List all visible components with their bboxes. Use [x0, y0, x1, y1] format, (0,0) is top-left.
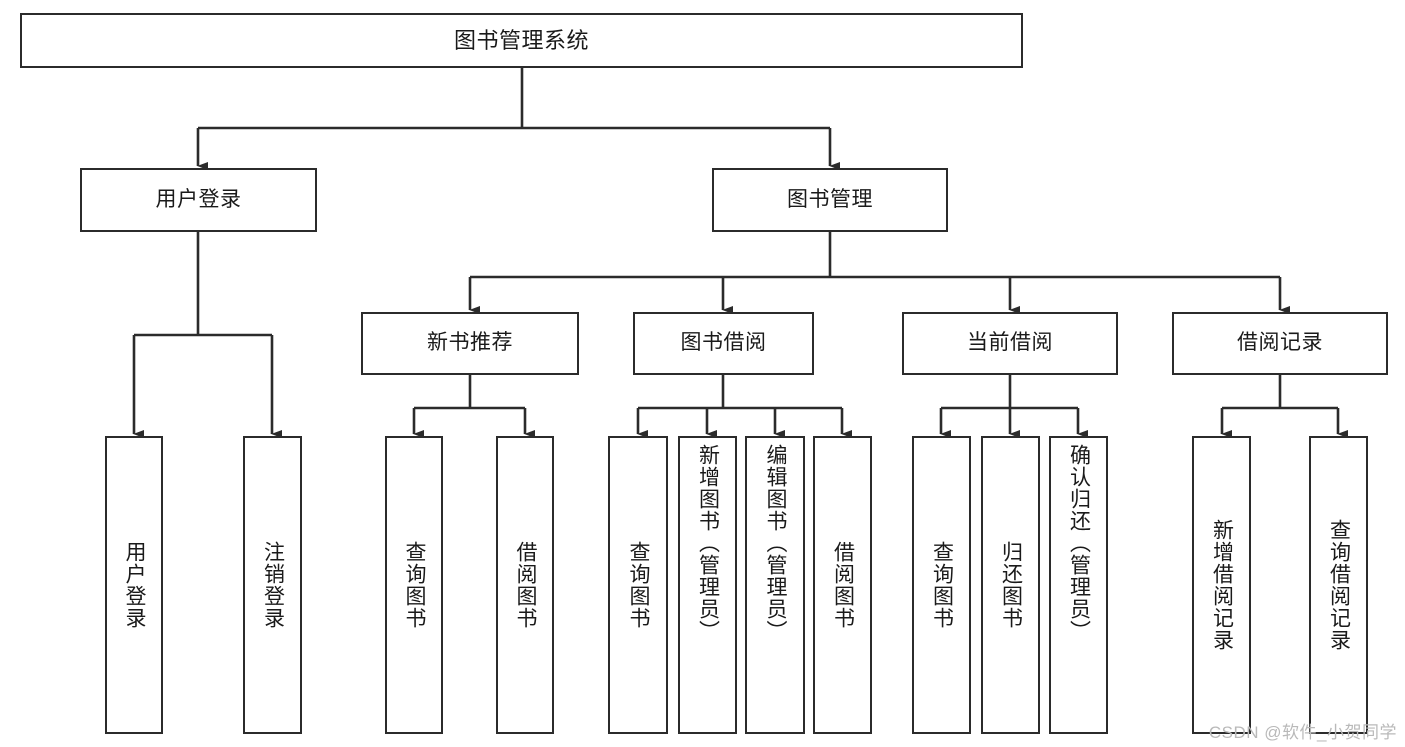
node-label: 查询图书 — [403, 541, 427, 629]
node-label: 图书管理系统 — [453, 27, 589, 53]
edges-currentborrow-to-leaves — [939, 375, 1089, 439]
node-label: 编辑图书（管理员） — [764, 444, 788, 642]
node-label: 图书管理 — [787, 187, 873, 211]
node-borrow-record[interactable]: 借阅记录 — [1172, 312, 1388, 375]
node-label: 当前借阅 — [967, 331, 1053, 355]
node-leaf-query-book-borrow[interactable]: 查询图书 — [608, 436, 668, 734]
node-label: 查询图书 — [627, 541, 651, 629]
node-root-book-management-system[interactable]: 图书管理系统 — [20, 13, 1023, 68]
node-leaf-add-book-admin[interactable]: 新增图书（管理员） — [678, 436, 737, 734]
node-leaf-query-book-recommend[interactable]: 查询图书 — [385, 436, 443, 734]
edges-bookmanage-to-level2 — [468, 232, 1291, 315]
node-label: 新增借阅记录 — [1210, 519, 1234, 651]
node-label: 用户登录 — [155, 187, 242, 211]
node-label: 新增图书（管理员） — [696, 444, 720, 642]
node-leaf-add-borrow-record[interactable]: 新增借阅记录 — [1192, 436, 1251, 734]
node-label: 借阅图书 — [831, 541, 855, 629]
node-leaf-user-login[interactable]: 用户登录 — [105, 436, 163, 734]
node-label: 图书借阅 — [680, 331, 767, 355]
node-user-login[interactable]: 用户登录 — [80, 168, 317, 232]
node-label: 借阅记录 — [1237, 331, 1323, 355]
node-leaf-borrow-book-recommend[interactable]: 借阅图书 — [496, 436, 554, 734]
node-current-borrow[interactable]: 当前借阅 — [902, 312, 1118, 375]
node-label: 新书推荐 — [427, 331, 513, 355]
node-leaf-return-book[interactable]: 归还图书 — [981, 436, 1040, 734]
edges-root-to-level1 — [196, 68, 841, 171]
node-label: 注销登录 — [261, 541, 285, 629]
csdn-watermark: CSDN @软件_小贺同学 — [1208, 723, 1397, 742]
node-leaf-query-book-current[interactable]: 查询图书 — [912, 436, 971, 734]
node-new-book-recommend[interactable]: 新书推荐 — [361, 312, 579, 375]
node-book-management[interactable]: 图书管理 — [712, 168, 948, 232]
node-leaf-query-borrow-record[interactable]: 查询借阅记录 — [1309, 436, 1368, 734]
node-leaf-borrow-book[interactable]: 借阅图书 — [813, 436, 872, 734]
node-book-borrow[interactable]: 图书借阅 — [633, 312, 814, 375]
edges-bookborrow-to-leaves — [636, 375, 853, 439]
edges-userlogin-to-leaves — [132, 232, 283, 439]
node-leaf-confirm-return-admin[interactable]: 确认归还（管理员） — [1049, 436, 1108, 734]
node-label: 查询借阅记录 — [1327, 519, 1351, 651]
node-label: 确认归还（管理员） — [1067, 444, 1091, 642]
node-label: 用户登录 — [123, 541, 147, 629]
node-leaf-logout[interactable]: 注销登录 — [243, 436, 302, 734]
edges-borrowrecord-to-leaves — [1220, 375, 1349, 439]
node-label: 借阅图书 — [514, 541, 538, 629]
node-label: 查询图书 — [930, 541, 954, 629]
node-label: 归还图书 — [999, 541, 1023, 629]
node-leaf-edit-book-admin[interactable]: 编辑图书（管理员） — [745, 436, 805, 734]
edges-newbook-to-leaves — [412, 375, 536, 439]
